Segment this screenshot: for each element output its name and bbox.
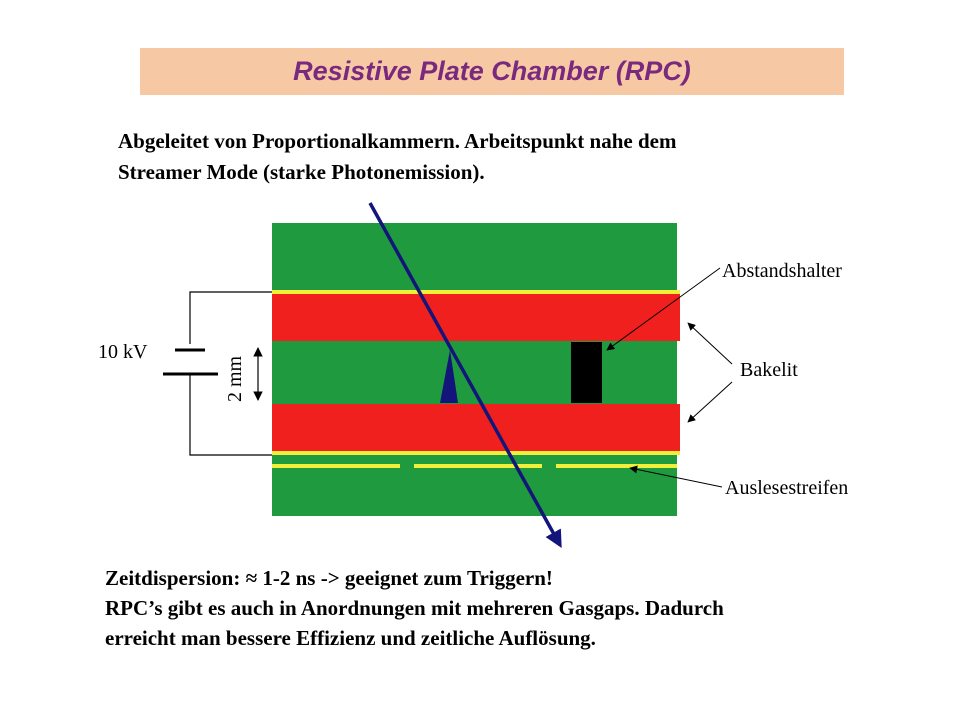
intro-line-1: Abgeleitet von Proportionalkammern. Arbe… xyxy=(118,129,677,153)
bottom-line-1: Zeitdispersion: ≈ 1-2 ns -> geeignet zum… xyxy=(105,566,553,590)
hv-wire-top xyxy=(189,291,272,344)
gap-label: 2 mm xyxy=(224,355,246,402)
spacer-block xyxy=(571,342,602,403)
slide-title: Resistive Plate Chamber (RPC) xyxy=(293,56,691,86)
lower-bakelite-plate xyxy=(272,404,680,453)
voltage-label: 10 kV xyxy=(98,341,148,363)
title-bar: Resistive Plate Chamber (RPC) xyxy=(140,48,844,95)
bakelite-pointer-lower xyxy=(687,381,733,423)
avalanche-triangle xyxy=(440,350,458,403)
readout-label: Auslesestreifen xyxy=(725,477,848,499)
bottom-line-3: erreicht man bessere Effizienz und zeitl… xyxy=(105,626,596,650)
intro-text: Abgeleitet von Proportionalkammern. Arbe… xyxy=(118,126,878,188)
bottom-text: Zeitdispersion: ≈ 1-2 ns -> geeignet zum… xyxy=(105,563,925,653)
readout-pointer xyxy=(629,465,723,488)
bottom-line-2: RPC’s gibt es auch in Anordnungen mit me… xyxy=(105,596,724,620)
particle-track xyxy=(368,202,562,549)
intro-line-2: Streamer Mode (starke Photonemission). xyxy=(118,160,485,184)
upper-bakelite-plate xyxy=(272,292,680,341)
gas-volume xyxy=(272,223,677,516)
bakelite-label: Bakelit xyxy=(740,359,798,381)
spacer-pointer xyxy=(606,267,721,351)
bakelite-pointer-upper xyxy=(687,322,733,365)
hv-wire-bottom xyxy=(189,374,272,456)
spacer-label: Abstandshalter xyxy=(722,260,842,282)
